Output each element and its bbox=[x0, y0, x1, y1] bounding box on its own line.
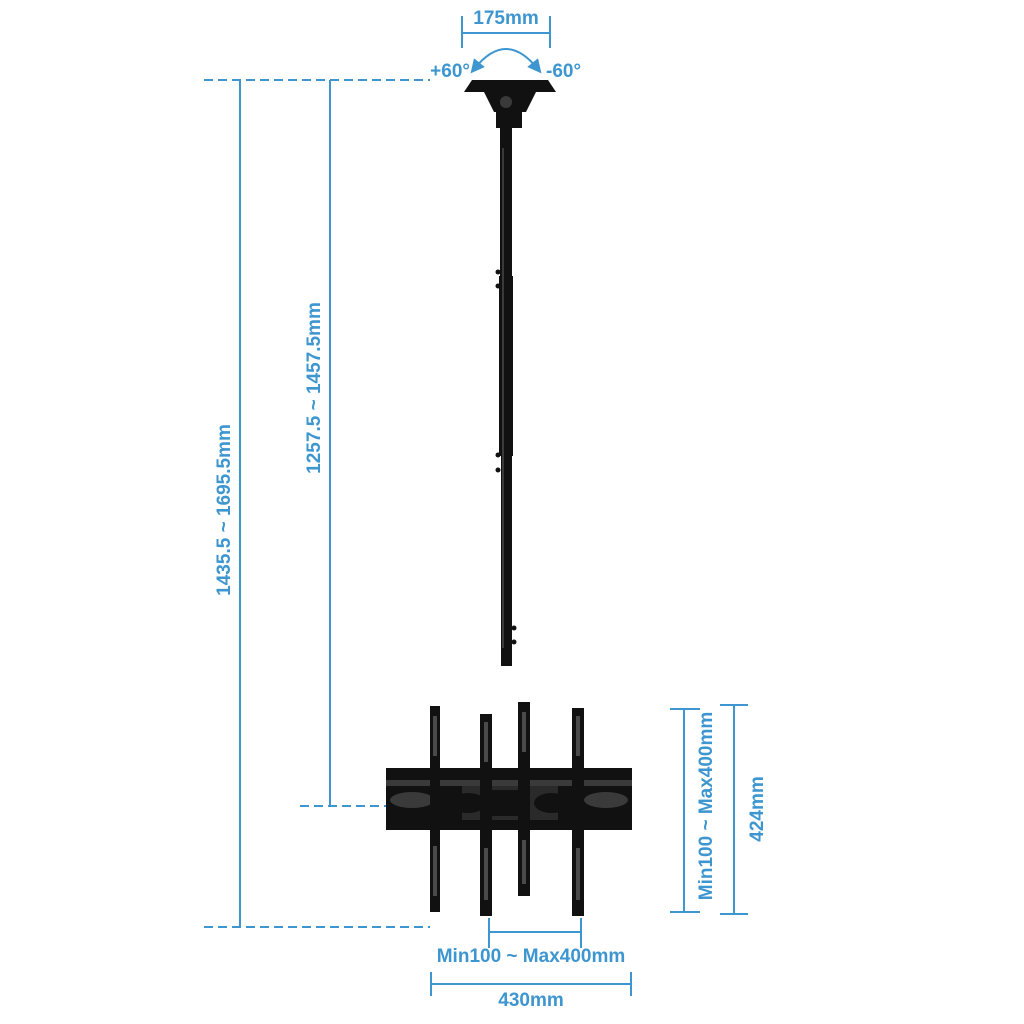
arm-slot bbox=[433, 846, 437, 896]
swivel-right-label: -60° bbox=[546, 61, 581, 82]
pole-collar bbox=[496, 112, 522, 128]
arm-slot bbox=[522, 712, 526, 752]
rail-cutout-left bbox=[390, 792, 434, 808]
pole-lower bbox=[501, 456, 512, 666]
arm-slot bbox=[576, 848, 580, 900]
rail-cutout-right bbox=[584, 792, 628, 808]
dimension-labels: 175mm +60° -60° 1435.5 ~ 1695.5mm 1257.5… bbox=[214, 8, 768, 1011]
pole-pin bbox=[511, 625, 517, 631]
vesa-arm-4 bbox=[572, 708, 584, 916]
arm-slots bbox=[433, 712, 580, 900]
pole-upper bbox=[500, 126, 512, 276]
pole-highlight bbox=[502, 148, 504, 648]
pole-middle bbox=[499, 276, 513, 456]
pole-pin bbox=[511, 639, 517, 645]
arm-slot bbox=[522, 840, 526, 884]
bracket-width-label: 430mm bbox=[498, 990, 564, 1011]
arm-slot bbox=[484, 848, 488, 900]
ceiling-mount bbox=[386, 80, 632, 916]
dimension-lines bbox=[204, 16, 748, 996]
arm-slot bbox=[484, 722, 488, 762]
vesa-vertical-label: Min100 ~ Max400mm bbox=[696, 712, 717, 901]
center-cutout-right bbox=[534, 793, 570, 813]
pole-pin bbox=[495, 269, 501, 275]
plate-width-label: 175mm bbox=[473, 8, 539, 29]
total-height-label: 1435.5 ~ 1695.5mm bbox=[214, 424, 235, 596]
swivel-left-label: +60° bbox=[430, 61, 470, 82]
vesa-arm-1 bbox=[430, 706, 440, 912]
pole-pin bbox=[495, 452, 501, 458]
center-cutout-left bbox=[450, 793, 486, 813]
hinge-bolt bbox=[500, 96, 512, 108]
vesa-arm-2 bbox=[480, 714, 492, 916]
arm-slot bbox=[576, 716, 580, 756]
pole-pin bbox=[495, 467, 501, 473]
bracket-height-label: 424mm bbox=[747, 776, 768, 842]
pole-height-label: 1257.5 ~ 1457.5mm bbox=[304, 302, 325, 474]
vesa-arm-3 bbox=[518, 702, 530, 896]
pole-pin bbox=[495, 283, 501, 289]
swivel-arc bbox=[470, 48, 542, 74]
rail-highlight bbox=[386, 780, 632, 786]
ceiling-plate bbox=[464, 80, 556, 92]
vesa-horizontal-label: Min100 ~ Max400mm bbox=[437, 946, 626, 967]
arm-slot bbox=[433, 716, 437, 756]
